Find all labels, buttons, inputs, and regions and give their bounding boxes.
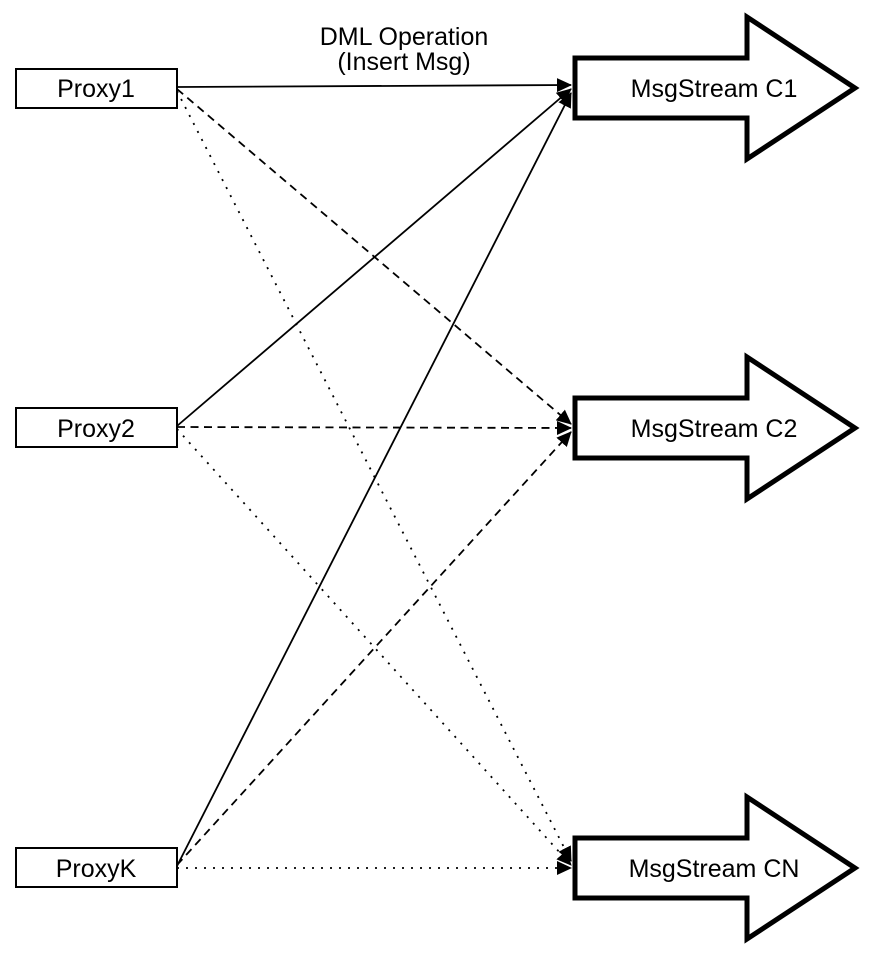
edge-proxy1-to-c2 [176, 88, 572, 425]
msgstream-cn-arrow-shape [572, 792, 860, 944]
msgstream-c1-label: MsgStream C1 [631, 75, 798, 103]
proxy1-box [15, 68, 178, 109]
edge-proxy1-to-cn [176, 90, 572, 862]
proxyk-label: ProxyK [56, 855, 137, 883]
edge-proxy1-to-c1 [176, 78, 572, 93]
msgstream-c2-arrow-shape [572, 352, 860, 504]
msgstream-cn-label: MsgStream CN [629, 855, 800, 883]
proxy1-label: Proxy1 [57, 75, 135, 103]
proxyk-box [15, 847, 178, 888]
dml-operation-label-line1: DML Operation [320, 23, 489, 51]
edge-proxyk-to-c1 [176, 92, 572, 867]
edge-proxy2-to-c2 [176, 420, 572, 435]
msgstream-c1-arrow-shape [572, 12, 860, 164]
dml-operation-label-line2: (Insert Msg) [337, 48, 470, 76]
proxy2-box [15, 407, 178, 448]
msgstream-c2-label: MsgStream C2 [631, 415, 798, 443]
edge-proxyk-to-c2 [176, 431, 572, 866]
proxy2-label: Proxy2 [57, 415, 135, 443]
